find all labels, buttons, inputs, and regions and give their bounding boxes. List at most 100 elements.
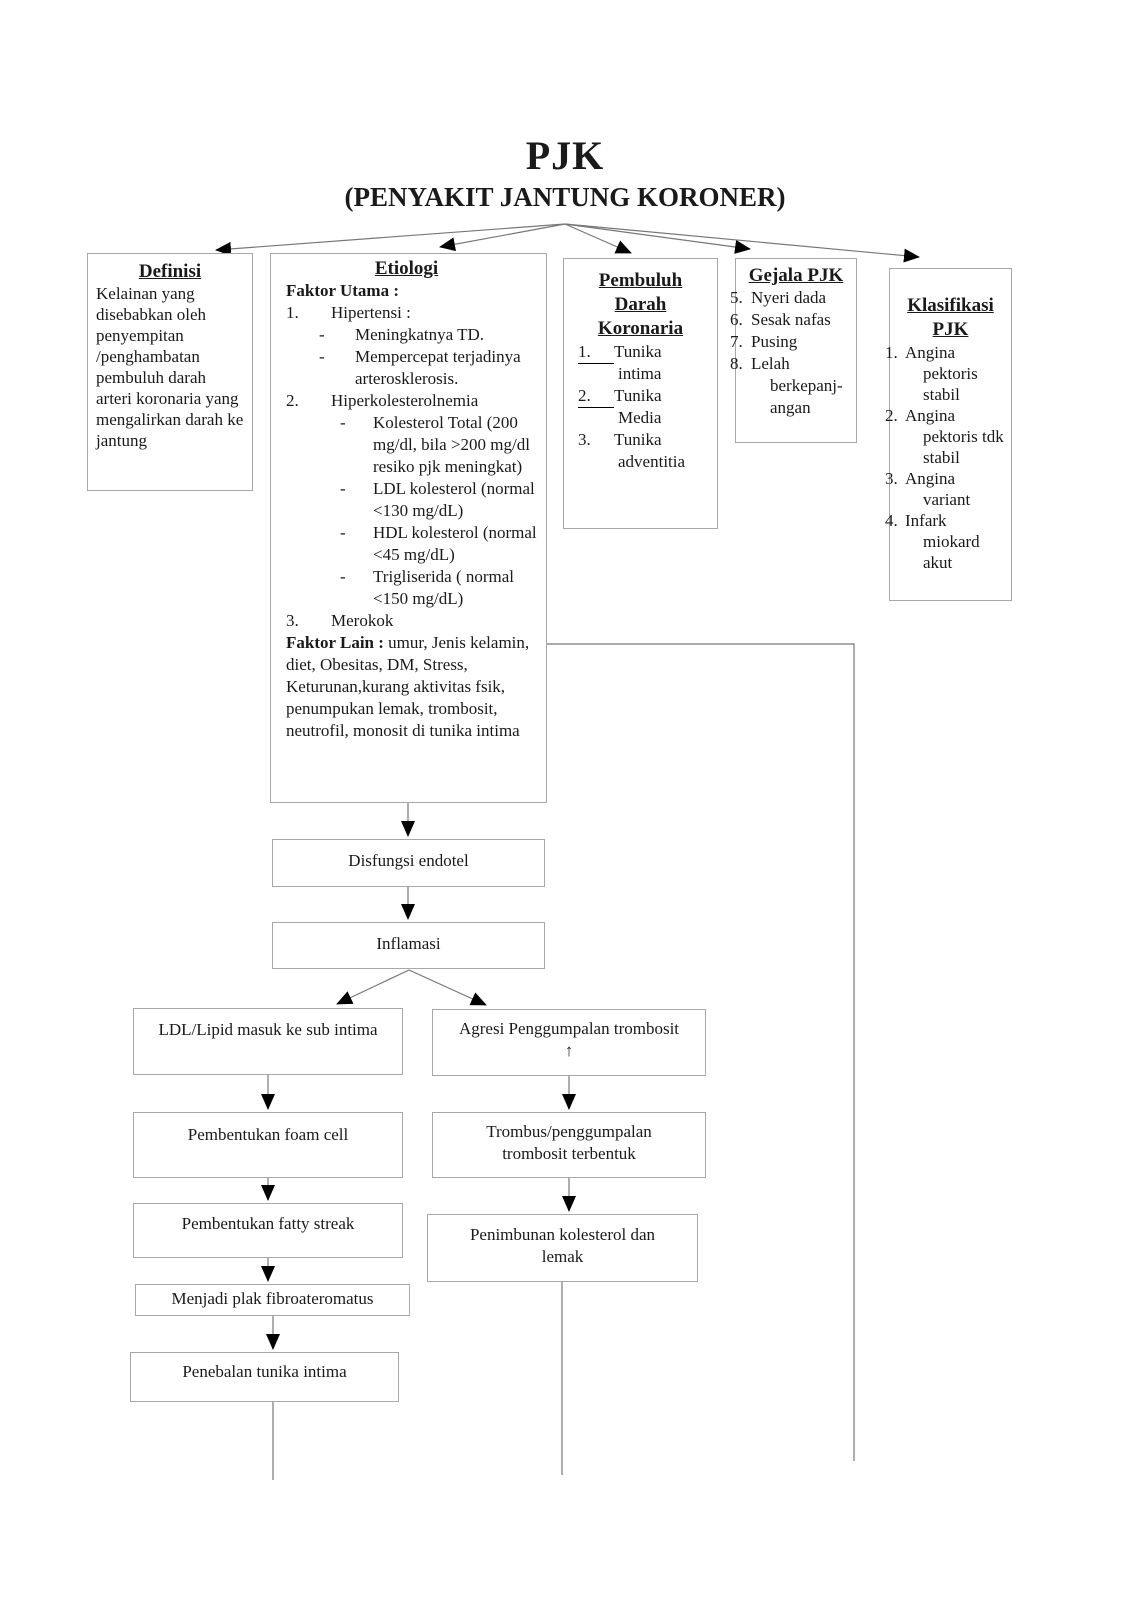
- item-line: Infark: [905, 511, 947, 530]
- item-line: stabil: [923, 385, 960, 404]
- list-item: 1. Angina pektoris stabil: [885, 342, 1011, 405]
- inflamasi-label: Inflamasi: [376, 934, 441, 953]
- item-number: 5.: [730, 288, 743, 307]
- definisi-body: Kelainan yang disebabkan oleh penyempita…: [96, 284, 244, 450]
- item-number: 3.: [286, 611, 299, 630]
- line-title-to-pembuluh: [564, 223, 632, 254]
- etiologi-item: -LDL kolesterol (normal <130 mg/dL): [286, 478, 542, 522]
- item-line: Angina: [905, 343, 956, 362]
- definisi-title: Definisi: [138, 261, 202, 282]
- line-title-to-klasifikasi: [564, 223, 920, 263]
- item-dash: -: [340, 567, 346, 586]
- etiologi-title: Etiologi: [374, 258, 439, 279]
- item-dash: -: [319, 325, 325, 344]
- faktor-lain-text: umur, Jenis kelamin, diet, Obesitas, DM,…: [286, 633, 530, 740]
- gejala-title: Gejala PJK: [748, 265, 844, 286]
- foam-cell-box: Pembentukan foam cell: [133, 1112, 403, 1178]
- faktor-lain-paragraph: Faktor Lain : umur, Jenis kelamin, diet,…: [271, 632, 542, 742]
- foam-cell-label: Pembentukan foam cell: [187, 1125, 349, 1144]
- item-text: Pusing: [751, 331, 797, 353]
- item-line: miokard: [923, 532, 980, 551]
- item-dash: -: [340, 413, 346, 432]
- item-number: 1.: [578, 341, 614, 364]
- ldl-lipid-label: LDL/Lipid masuk ke sub intima: [158, 1020, 378, 1039]
- item-text: Sesak nafas: [751, 309, 831, 331]
- list-item: 5. Nyeri dada: [730, 287, 856, 309]
- list-item: 3. Angina variant: [885, 468, 1011, 510]
- item-text: HDL kolesterol (normal <45 mg/dL): [373, 523, 537, 564]
- disfungsi-endotel-label: Disfungsi endotel: [348, 851, 469, 870]
- item-number: 2.: [286, 391, 299, 410]
- item-line: pektoris: [923, 364, 978, 383]
- list-item: 1.Tunika intima: [578, 341, 717, 385]
- item-line: stabil: [923, 448, 960, 467]
- page-title: PJK: [525, 133, 605, 178]
- title-line: Darah: [614, 294, 667, 315]
- item-line: Angina: [905, 406, 956, 425]
- item-line: Tunika: [614, 342, 662, 361]
- list-item: 2. Angina pektoris tdk stabil: [885, 405, 1011, 468]
- item-line: intima: [618, 364, 662, 383]
- etiologi-box: Etiologi Faktor Utama : 1.Hipertensi :-M…: [270, 253, 547, 803]
- item-line: Nyeri dada: [751, 288, 827, 307]
- item-text: Hipertensi :: [331, 303, 411, 322]
- plak-fibroateromatus-box: Menjadi plak fibroateromatus: [135, 1284, 410, 1316]
- etiologi-item: - Trigliserida ( normal <150 mg/dL): [286, 566, 542, 610]
- trombus-box: Trombus/penggumpalan trombosit terbentuk: [432, 1112, 706, 1178]
- item-line: variant: [923, 490, 971, 509]
- item-number: 7.: [730, 332, 743, 351]
- item-text: Angina pektoris tdk stabil: [905, 405, 1004, 468]
- item-line: akut: [923, 553, 953, 572]
- plak-fibroateromatus-label: Menjadi plak fibroateromatus: [171, 1289, 374, 1308]
- item-text: Trigliserida ( normal <150 mg/dL): [373, 567, 515, 608]
- up-arrow-icon: ↑: [564, 1041, 574, 1060]
- item-text: Nyeri dada: [751, 287, 826, 309]
- item-number: 1.: [885, 343, 898, 362]
- item-line: Sesak nafas: [751, 310, 831, 329]
- etiologi-item: - Meningkatnya TD.: [286, 324, 542, 346]
- penebalan-tunika-intima-box: Penebalan tunika intima: [130, 1352, 399, 1402]
- item-line: Tunika: [614, 430, 662, 449]
- fatty-streak-label: Pembentukan fatty streak: [181, 1214, 355, 1233]
- item-line: berkepanj-: [770, 376, 843, 395]
- penebalan-tunika-intima-label: Penebalan tunika intima: [182, 1362, 347, 1381]
- penimbunan-kolesterol-label: Penimbunan kolesterol dan lemak: [469, 1225, 656, 1266]
- item-text: Angina pektoris stabil: [905, 342, 978, 405]
- item-line: angan: [770, 398, 811, 417]
- arrow-inflamasi-to-ldl: [336, 969, 410, 1005]
- item-dash: -: [319, 347, 325, 366]
- page-subtitle: (PENYAKIT JANTUNG KORONER): [344, 182, 786, 212]
- trombus-label: Trombus/penggumpalan trombosit terbentuk: [486, 1122, 652, 1163]
- item-line: Angina: [905, 469, 956, 488]
- item-number: 3.: [885, 469, 898, 488]
- disfungsi-endotel-box: Disfungsi endotel: [272, 839, 545, 887]
- item-text: Meningkatnya TD.: [355, 325, 485, 344]
- line-title-to-gejala: [564, 223, 751, 254]
- ldl-lipid-box: LDL/Lipid masuk ke sub intima: [133, 1008, 403, 1075]
- item-line: Tunika: [614, 386, 662, 405]
- etiologi-item: 1.Hipertensi :: [286, 302, 542, 324]
- title-line: Klasifikasi: [907, 295, 994, 316]
- fatty-streak-box: Pembentukan fatty streak: [133, 1203, 403, 1258]
- agresi-trombosit-label: Agresi Penggumpalan trombosit: [458, 1019, 680, 1038]
- definisi-box: Definisi Kelainan yang disebabkan oleh p…: [87, 253, 253, 491]
- item-line: Pusing: [751, 332, 798, 351]
- item-line: pektoris tdk: [923, 427, 1004, 446]
- item-number: 2.: [885, 406, 898, 425]
- arrow-inflamasi-to-agresi: [408, 969, 487, 1006]
- title-line: Pembuluh: [598, 270, 683, 291]
- item-text: Kolesterol Total (200 mg/dl, bila >200 m…: [373, 413, 530, 476]
